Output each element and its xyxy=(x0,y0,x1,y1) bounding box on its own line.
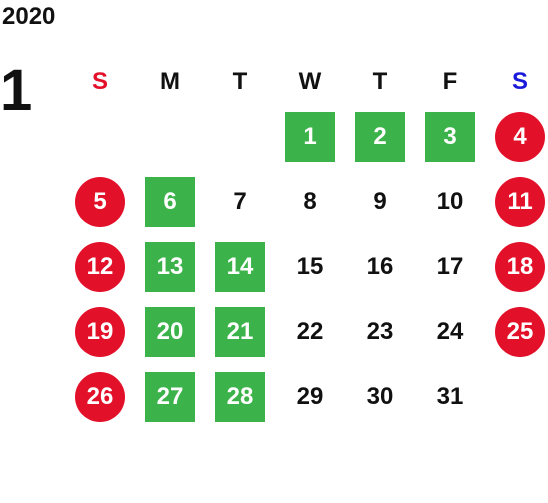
day-cell: 10 xyxy=(415,169,485,234)
weekday-thursday: T xyxy=(372,68,388,95)
day-number: 17 xyxy=(436,252,464,280)
holiday-day: 19 xyxy=(75,306,125,357)
day-cell: 20 xyxy=(135,299,205,364)
day-cell: 5 xyxy=(65,169,135,234)
holiday-day: 11 xyxy=(495,176,545,227)
day-cell: 22 xyxy=(275,299,345,364)
highlighted-day: 6 xyxy=(145,176,195,227)
day-cell: 21 xyxy=(205,299,275,364)
highlighted-day: 2 xyxy=(355,111,405,162)
day-cell: 24 xyxy=(415,299,485,364)
day-cell: 12 xyxy=(65,234,135,299)
day-cell xyxy=(65,104,135,169)
day-cell: 6 xyxy=(135,169,205,234)
day-number: 31 xyxy=(436,382,464,410)
weekday-monday: M xyxy=(160,68,180,95)
day-cell: 25 xyxy=(485,299,548,364)
holiday-day: 4 xyxy=(495,111,545,162)
highlighted-day: 1 xyxy=(285,111,335,162)
day-number: 23 xyxy=(366,317,394,345)
day-cell: 16 xyxy=(345,234,415,299)
holiday-day: 5 xyxy=(75,176,125,227)
day-cell: 26 xyxy=(65,364,135,429)
highlighted-day: 21 xyxy=(215,306,265,357)
day-cell: 17 xyxy=(415,234,485,299)
day-cell xyxy=(485,364,548,429)
day-cell: 8 xyxy=(275,169,345,234)
day-cell: 29 xyxy=(275,364,345,429)
day-cell xyxy=(205,104,275,169)
day-cell: 4 xyxy=(485,104,548,169)
day-number: 8 xyxy=(303,187,317,215)
day-cell: 19 xyxy=(65,299,135,364)
day-number: 7 xyxy=(233,187,247,215)
day-cell: 13 xyxy=(135,234,205,299)
holiday-day: 18 xyxy=(495,241,545,292)
weekday-sunday: S xyxy=(91,68,108,95)
day-number: 24 xyxy=(436,317,464,345)
holiday-day: 12 xyxy=(75,241,125,292)
day-cell: 14 xyxy=(205,234,275,299)
day-number: 29 xyxy=(296,382,324,410)
day-cell: 15 xyxy=(275,234,345,299)
month-number: 1 xyxy=(0,58,33,123)
day-cell: 1 xyxy=(275,104,345,169)
highlighted-day: 27 xyxy=(145,371,195,422)
day-number: 16 xyxy=(366,252,394,280)
year-label: 2020 xyxy=(2,3,56,30)
day-number: 9 xyxy=(373,187,387,215)
day-cell: 27 xyxy=(135,364,205,429)
day-cell: 30 xyxy=(345,364,415,429)
highlighted-day: 20 xyxy=(145,306,195,357)
day-cell: 28 xyxy=(205,364,275,429)
day-cell: 7 xyxy=(205,169,275,234)
day-cell: 2 xyxy=(345,104,415,169)
day-number: 30 xyxy=(366,382,394,410)
weekday-saturday: S xyxy=(511,68,528,95)
day-cell xyxy=(135,104,205,169)
day-cell: 3 xyxy=(415,104,485,169)
holiday-day: 26 xyxy=(75,371,125,422)
day-number: 10 xyxy=(436,187,464,215)
day-number: 22 xyxy=(296,317,324,345)
weekday-tuesday: T xyxy=(232,68,248,95)
weekday-wednesday: W xyxy=(298,68,322,95)
highlighted-day: 13 xyxy=(145,241,195,292)
highlighted-day: 3 xyxy=(425,111,475,162)
day-cell: 31 xyxy=(415,364,485,429)
weekday-friday: F xyxy=(442,68,458,95)
day-cell: 23 xyxy=(345,299,415,364)
highlighted-day: 14 xyxy=(215,241,265,292)
day-cell: 9 xyxy=(345,169,415,234)
day-number: 15 xyxy=(296,252,324,280)
day-cell: 18 xyxy=(485,234,548,299)
day-cell: 11 xyxy=(485,169,548,234)
highlighted-day: 28 xyxy=(215,371,265,422)
holiday-day: 25 xyxy=(495,306,545,357)
